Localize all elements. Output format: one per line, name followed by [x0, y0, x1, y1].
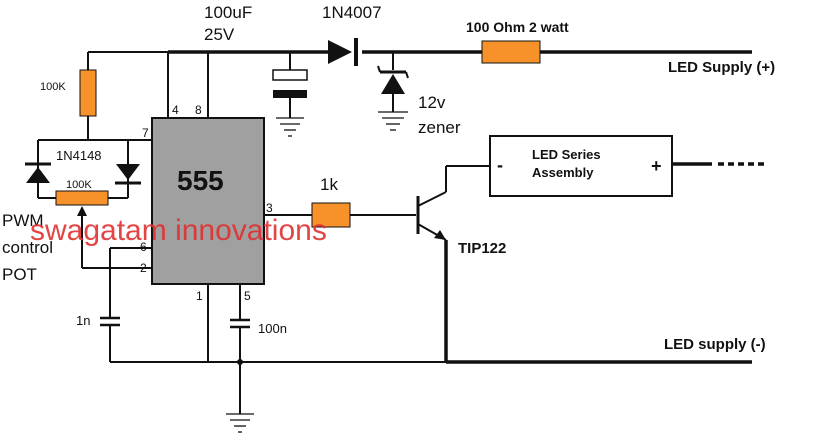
pwm-control-pot[interactable] — [55, 190, 109, 206]
zener-diode — [377, 52, 409, 112]
led-label-line2: Assembly — [532, 165, 594, 180]
resistor-100-ohm — [481, 40, 541, 64]
transistor-label: TIP122 — [458, 240, 506, 257]
led-label-line1: LED Series — [532, 147, 601, 162]
diode-1n4148-left — [25, 162, 51, 183]
ic-pin-6: 6 — [140, 240, 147, 254]
watermark: swagatam innovations — [30, 214, 327, 247]
ic-pin-5: 5 — [244, 289, 251, 303]
ic-pin-1: 1 — [196, 289, 203, 303]
diode-1n4148-label: 1N4148 — [56, 148, 102, 163]
resistor-1k — [311, 202, 351, 228]
resistor-100k — [79, 69, 97, 117]
led-minus-label: - — [497, 155, 503, 175]
capacitor-1n — [100, 316, 120, 327]
supply-negative-label: LED supply (-) — [664, 336, 766, 353]
zener-word-label: zener — [418, 118, 461, 137]
ic-555 — [151, 117, 265, 285]
pot-value-label: 100K — [66, 179, 92, 191]
top-rail — [88, 50, 752, 118]
ic-pin-8: 8 — [195, 103, 202, 117]
zener-voltage-label: 12v — [418, 93, 446, 112]
pot-wiper-icon — [77, 206, 87, 216]
led-series-assembly — [489, 135, 673, 197]
supply-positive-label: LED Supply (+) — [668, 59, 775, 76]
diode-1n4007-label: 1N4007 — [322, 3, 382, 22]
resistor-100k-label: 100K — [40, 81, 66, 93]
pot-label-line2: control — [2, 238, 53, 257]
ic-pin-4: 4 — [172, 103, 179, 117]
ic-pin-2: 2 — [140, 261, 147, 275]
cap-100n-label: 100n — [258, 321, 287, 336]
ic-pin-7: 7 — [142, 126, 149, 140]
ic-pin-3: 3 — [266, 201, 273, 215]
cap-100uf-voltage: 25V — [204, 25, 235, 44]
ground-icon — [276, 117, 304, 137]
capacitor-100n — [230, 318, 250, 329]
resistor-1k-label: 1k — [320, 175, 338, 194]
resistor-100-ohm-label: 100 Ohm 2 watt — [466, 19, 569, 35]
pot-label-line1: PWM — [2, 211, 44, 230]
ground-icon — [226, 413, 254, 433]
diode-1n4148-right — [115, 164, 141, 185]
led-plus-label: + — [651, 156, 662, 176]
cap-1n-label: 1n — [76, 313, 90, 328]
cap-100uf-value: 100uF — [204, 3, 252, 22]
diode-1n4007 — [328, 38, 358, 66]
transistor-tip122 — [416, 191, 447, 241]
pot-label-line3: POT — [2, 265, 37, 284]
capacitor-100uf — [272, 52, 308, 118]
ic-label: 555 — [177, 165, 224, 196]
ground-icon — [378, 111, 408, 131]
